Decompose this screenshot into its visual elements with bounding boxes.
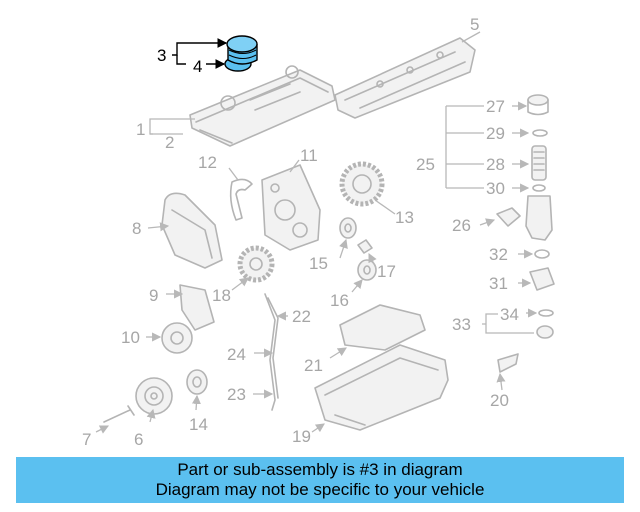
seal-32-part[interactable] [534, 249, 550, 259]
timing-cover-part[interactable] [261, 164, 321, 251]
timing-belt-cover-part[interactable] [161, 192, 223, 269]
callout-34: 34 [500, 305, 519, 324]
callout-14: 14 [189, 415, 208, 434]
bracket-20-part[interactable] [497, 353, 519, 373]
callout-11: 11 [300, 146, 318, 165]
callout-5: 5 [470, 15, 479, 34]
callout-31: 31 [489, 274, 508, 293]
callout-12: 12 [198, 153, 217, 172]
callout-4: 4 [193, 57, 202, 76]
bolt-part[interactable] [103, 405, 135, 423]
callout-21: 21 [304, 356, 323, 375]
oil-filter-housing-part[interactable] [527, 94, 549, 116]
callout-3: 3 [157, 46, 166, 65]
oil-pump-part[interactable] [161, 322, 193, 354]
valve-cover-part[interactable] [189, 65, 336, 147]
callout-32: 32 [489, 245, 508, 264]
seal-34-part[interactable] [538, 309, 554, 317]
gasket-part[interactable] [229, 178, 253, 221]
callout-17: 17 [377, 262, 396, 281]
dipstick-tube-part[interactable] [264, 293, 276, 411]
oil-filler-cap-part[interactable] [224, 35, 258, 72]
vibration-damper-part[interactable] [135, 377, 173, 415]
callout-33: 33 [452, 315, 471, 334]
oil-pan-part[interactable] [314, 344, 449, 431]
sensor-part[interactable] [357, 239, 373, 254]
oil-pan-baffle-part[interactable] [339, 304, 426, 351]
crank-gear-part[interactable] [237, 245, 275, 283]
callout-19: 19 [292, 427, 311, 446]
callout-20: 20 [490, 391, 509, 410]
tensioner-pulley-part[interactable] [339, 217, 357, 239]
callout-23: 23 [227, 385, 246, 404]
valve-cover-top-part[interactable] [334, 37, 476, 119]
callout-30: 30 [486, 179, 505, 198]
callout-8: 8 [132, 219, 141, 238]
o-ring-29-part[interactable] [532, 129, 548, 137]
pressure-switch-part[interactable] [529, 267, 555, 291]
pulley-part[interactable] [186, 369, 208, 395]
callout-6: 6 [134, 430, 143, 449]
callout-28: 28 [486, 155, 505, 174]
callout-29: 29 [486, 124, 505, 143]
callout-10: 10 [121, 328, 140, 347]
callout-22: 22 [292, 307, 311, 326]
callout-25: 25 [416, 155, 435, 174]
callout-26: 26 [452, 216, 471, 235]
info-banner: Part or sub-assembly is #3 in diagram Di… [16, 457, 624, 503]
o-ring-30-part[interactable] [532, 184, 546, 192]
callout-18: 18 [212, 286, 231, 305]
bracket-part[interactable] [179, 284, 215, 331]
callout-9: 9 [149, 286, 158, 305]
callout-15: 15 [309, 254, 328, 273]
dipstick-part[interactable] [267, 297, 279, 399]
callout-16: 16 [330, 291, 349, 310]
callout-24: 24 [227, 345, 246, 364]
sender-part[interactable] [536, 325, 554, 339]
filter-housing-part[interactable] [496, 195, 553, 241]
banner-line-2: Diagram may not be specific to your vehi… [155, 480, 485, 499]
callout-7: 7 [82, 430, 91, 449]
banner-line-1: Part or sub-assembly is #3 in diagram [177, 460, 463, 479]
camshaft-gear-part[interactable] [339, 161, 385, 207]
callout-1: 1 [136, 120, 145, 139]
callout-27: 27 [486, 97, 505, 116]
idler-pulley-part[interactable] [357, 259, 377, 281]
oil-filter-element-part[interactable] [531, 145, 547, 181]
callout-13: 13 [395, 208, 414, 227]
engine-parts-diagram: 3 4 1 2 5 12 11 13 8 15 17 16 18 9 22 10… [82, 15, 555, 449]
callout-2: 2 [165, 133, 174, 152]
